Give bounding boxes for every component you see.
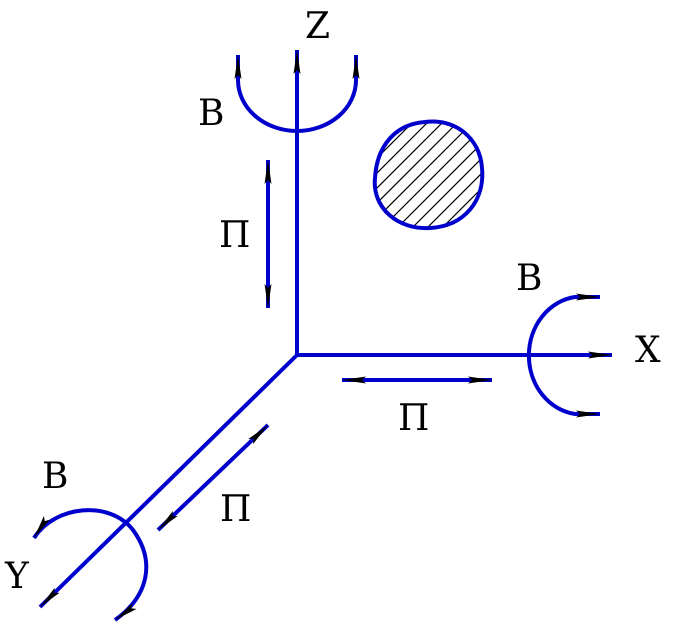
- y-axis-label: Y: [4, 556, 30, 597]
- x-axis-label: X: [635, 330, 661, 371]
- hatched-body-outline: [372, 119, 485, 231]
- z-translation-label: П: [219, 215, 250, 256]
- y-axis-line: [38, 353, 299, 609]
- x-rotation-label: B: [516, 258, 542, 299]
- z-rotation-label: B: [198, 93, 224, 134]
- y-translation-label: П: [220, 489, 251, 530]
- z-axis-label: Z: [305, 6, 330, 47]
- x-translation-label: П: [398, 398, 429, 439]
- hatched-body: [372, 119, 485, 231]
- y-rotation-arrow: [32, 508, 149, 622]
- y-axis: [38, 353, 299, 609]
- z-rotation-arrow: [234, 55, 360, 133]
- y-rotation-label: B: [42, 456, 68, 497]
- x-rotation-arrow: [526, 293, 600, 418]
- y-translation-arrow: [156, 423, 270, 532]
